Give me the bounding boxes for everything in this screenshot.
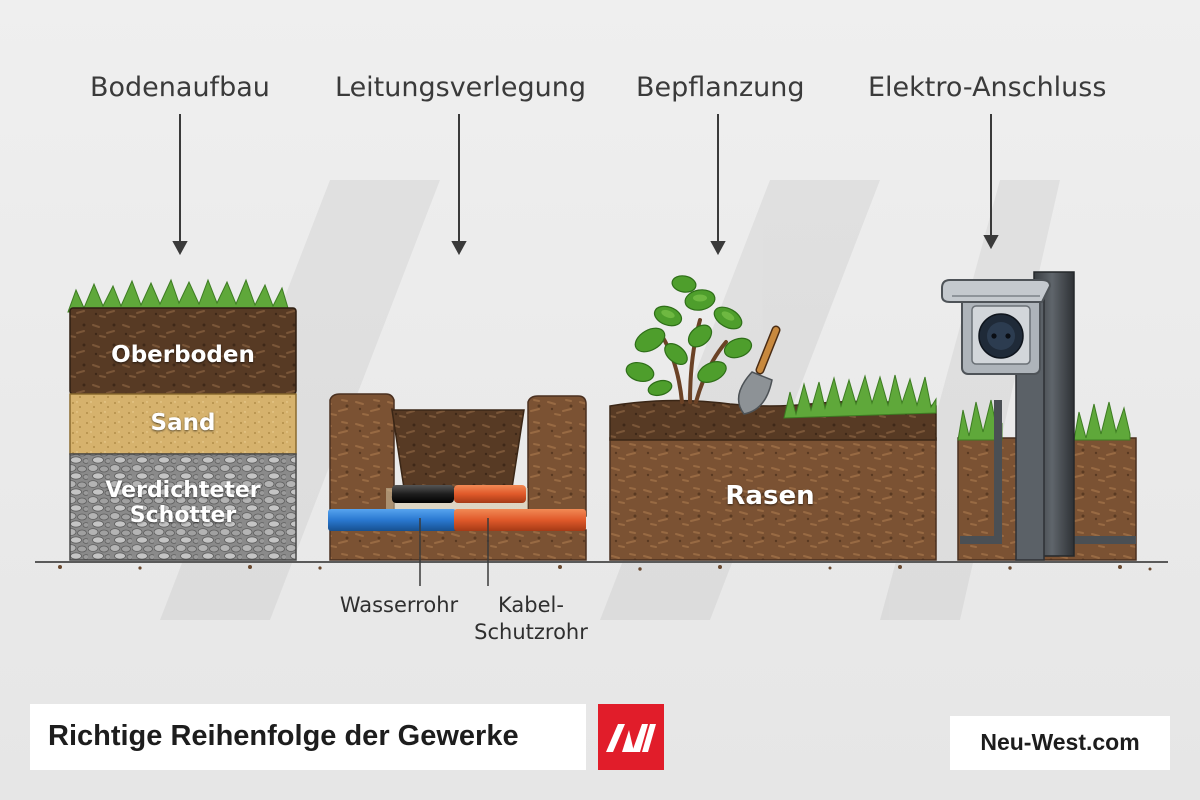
cable-conduit: [454, 509, 586, 531]
grass-patch: [784, 375, 936, 418]
stage-label-pipes: Leitungsverlegung: [335, 72, 586, 103]
sand-label: Sand: [70, 410, 296, 436]
water-pipe-label: Wasserrohr: [336, 592, 462, 619]
site-banner[interactable]: Neu-West.com: [950, 716, 1170, 770]
brand-logo: [598, 704, 664, 770]
stage-label-soil: Bodenaufbau: [90, 72, 270, 103]
stage-label-electrical: Elektro-Anschluss: [868, 72, 1106, 103]
lawn-label: Rasen: [680, 482, 860, 512]
grass-tuft: [68, 280, 288, 312]
topsoil-label: Oberboden: [70, 342, 296, 368]
site-link[interactable]: Neu-West.com: [950, 729, 1170, 756]
stage-label-planting: Bepflanzung: [636, 72, 804, 103]
logo-icon: [598, 704, 664, 770]
gravel-label: Verdichteter Schotter: [70, 478, 296, 529]
cable-conduit-label: Kabel- Schutzrohr: [470, 592, 592, 647]
water-pipe: [328, 509, 456, 531]
title-banner: Richtige Reihenfolge der Gewerke: [30, 704, 586, 770]
diagram-title: Richtige Reihenfolge der Gewerke: [48, 720, 519, 753]
orange-conduit-upper: [454, 485, 526, 503]
trench-section: [328, 394, 586, 586]
black-conduit: [392, 485, 454, 503]
